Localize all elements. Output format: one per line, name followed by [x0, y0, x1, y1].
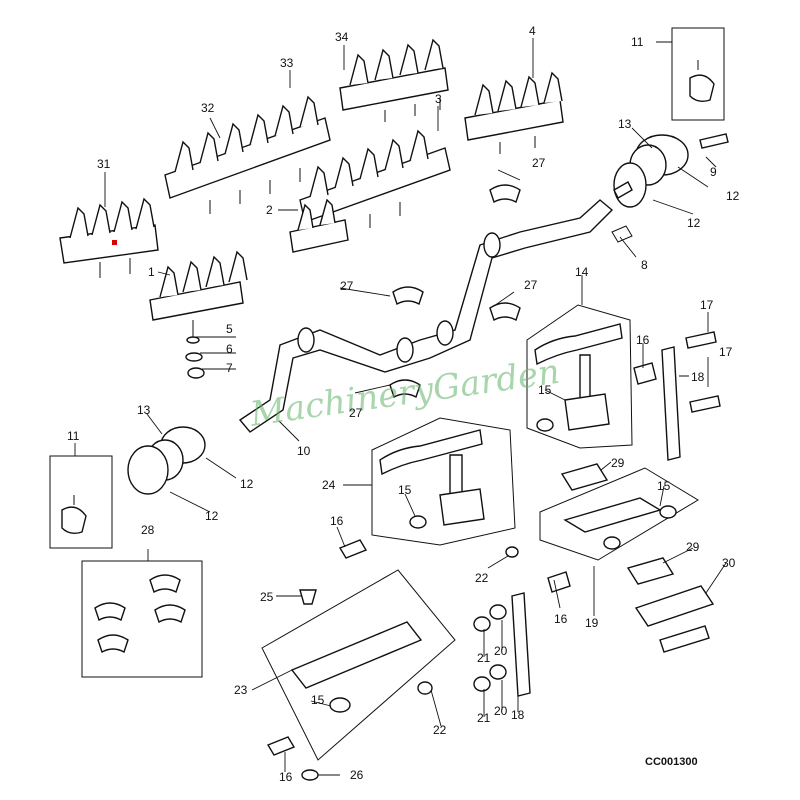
callout-15-b: 15 [398, 483, 412, 497]
bracket-assembly-19 [539, 467, 699, 593]
bolt-plate-set [633, 331, 721, 461]
bracket-assembly-24 [338, 417, 519, 559]
callout-17-a: 17 [700, 298, 714, 312]
callout-6: 6 [226, 342, 233, 356]
callout-22-b: 22 [433, 723, 447, 737]
callout-13-b: 13 [137, 403, 151, 417]
callout-12-c: 12 [240, 477, 254, 491]
callout-16-d: 16 [279, 770, 293, 784]
bracket-assembly-23 [261, 569, 456, 781]
callout-33: 33 [280, 56, 294, 70]
knife-bar-2 [289, 198, 349, 253]
callout-18-a: 18 [691, 370, 705, 384]
callout-11-a: 11 [631, 35, 644, 49]
inset-28 [81, 560, 203, 678]
main-shaft [238, 199, 614, 433]
callout-3: 3 [435, 92, 442, 106]
callout-30: 30 [722, 556, 736, 570]
callout-27-b: 27 [532, 156, 546, 170]
callout-15-c: 15 [657, 479, 671, 493]
callout-11-b: 11 [67, 429, 80, 443]
callout-12-d: 12 [205, 509, 219, 523]
callout-32: 32 [201, 101, 215, 115]
callout-14: 14 [575, 265, 589, 279]
callout-12-a: 12 [726, 189, 740, 203]
knife-bar-31 [59, 197, 159, 278]
callout-16-c: 16 [554, 612, 568, 626]
callout-10: 10 [297, 444, 311, 458]
bearing-assembly-right [611, 27, 729, 243]
washer-nut-stack [185, 336, 205, 379]
washer-plate-set [473, 592, 531, 697]
callout-5: 5 [226, 322, 233, 336]
callout-20-b: 20 [494, 704, 508, 718]
bracket-assembly-14 [526, 304, 633, 449]
callout-21-a: 21 [477, 651, 491, 665]
knife-bar-34 [339, 38, 449, 122]
callout-15-d: 15 [311, 693, 325, 707]
callout-20-a: 20 [494, 644, 508, 658]
callout-15-a: 15 [538, 383, 552, 397]
callout-27-a: 27 [340, 279, 354, 293]
drawing-code: CC001300 [645, 756, 698, 768]
callout-7: 7 [226, 361, 233, 375]
callout-29-b: 29 [686, 540, 700, 554]
callout-4: 4 [529, 24, 536, 38]
callout-34: 34 [335, 30, 349, 44]
knife-bar-1 [149, 250, 248, 338]
knife-bar-4 [464, 71, 564, 154]
callout-16-a: 16 [636, 333, 650, 347]
knife-bar-32 [164, 95, 331, 214]
bushing-27 [389, 184, 521, 399]
callout-12-b: 12 [687, 216, 701, 230]
callout-23: 23 [234, 683, 248, 697]
callout-27-d: 27 [349, 406, 363, 420]
callout-26: 26 [350, 768, 364, 782]
bearing-assembly-left [49, 426, 206, 549]
callout-25: 25 [260, 590, 274, 604]
callout-24: 24 [322, 478, 336, 492]
callout-21-b: 21 [477, 711, 491, 725]
callout-1: 1 [148, 265, 155, 279]
callout-19: 19 [585, 616, 599, 630]
pad-29-30 [560, 463, 715, 653]
callout-8: 8 [641, 258, 648, 272]
callout-18-b: 18 [511, 708, 525, 722]
callout-2: 2 [266, 203, 273, 217]
callout-13-a: 13 [618, 117, 632, 131]
callout-16-b: 16 [330, 514, 344, 528]
callout-31: 31 [97, 157, 111, 171]
callout-27-c: 27 [524, 278, 538, 292]
leader-lines [74, 38, 727, 776]
callout-9: 9 [710, 165, 717, 179]
callout-22-a: 22 [475, 571, 489, 585]
callout-29-a: 29 [611, 456, 625, 470]
callout-17-b: 17 [719, 345, 733, 359]
callout-28: 28 [141, 523, 155, 537]
